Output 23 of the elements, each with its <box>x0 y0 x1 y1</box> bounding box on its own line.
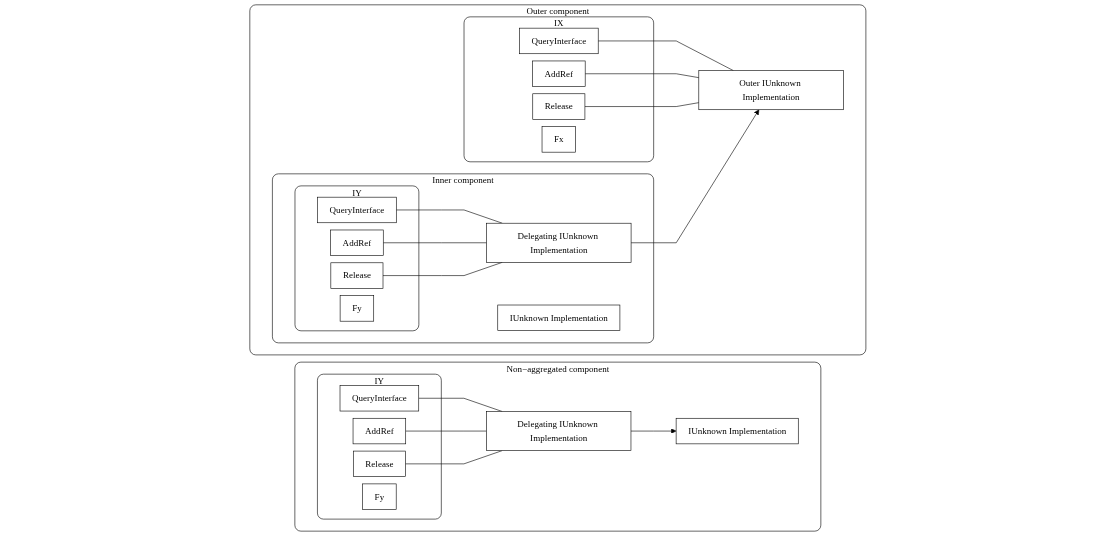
node-box: IUnknown Implementation <box>675 417 799 445</box>
node-box: Release <box>353 450 406 477</box>
node-box: Release <box>330 262 384 289</box>
node-box: QueryInterface <box>339 385 420 412</box>
connector <box>598 40 734 71</box>
node-box: QueryInterface <box>519 27 599 55</box>
connector <box>383 242 488 244</box>
node-box: AddRef <box>330 229 384 256</box>
connector <box>396 209 503 224</box>
node-box: QueryInterface <box>317 196 397 224</box>
node-box: AddRef <box>532 60 586 87</box>
node-box: Delegating IUnknown Implementation <box>486 411 632 451</box>
node-box: Outer IUnknown Implementation <box>698 70 844 111</box>
node-box: Fy <box>362 483 397 510</box>
node-box: AddRef <box>352 417 407 445</box>
node-box: Fy <box>339 295 375 322</box>
node-box: Fx <box>541 126 577 153</box>
connector <box>584 102 700 107</box>
node-box: Release <box>532 93 586 120</box>
connector <box>405 450 503 465</box>
node-box: Delegating IUnknown Implementation <box>486 222 632 263</box>
connector <box>585 73 700 78</box>
node-box: IUnknown Implementation <box>497 304 621 331</box>
